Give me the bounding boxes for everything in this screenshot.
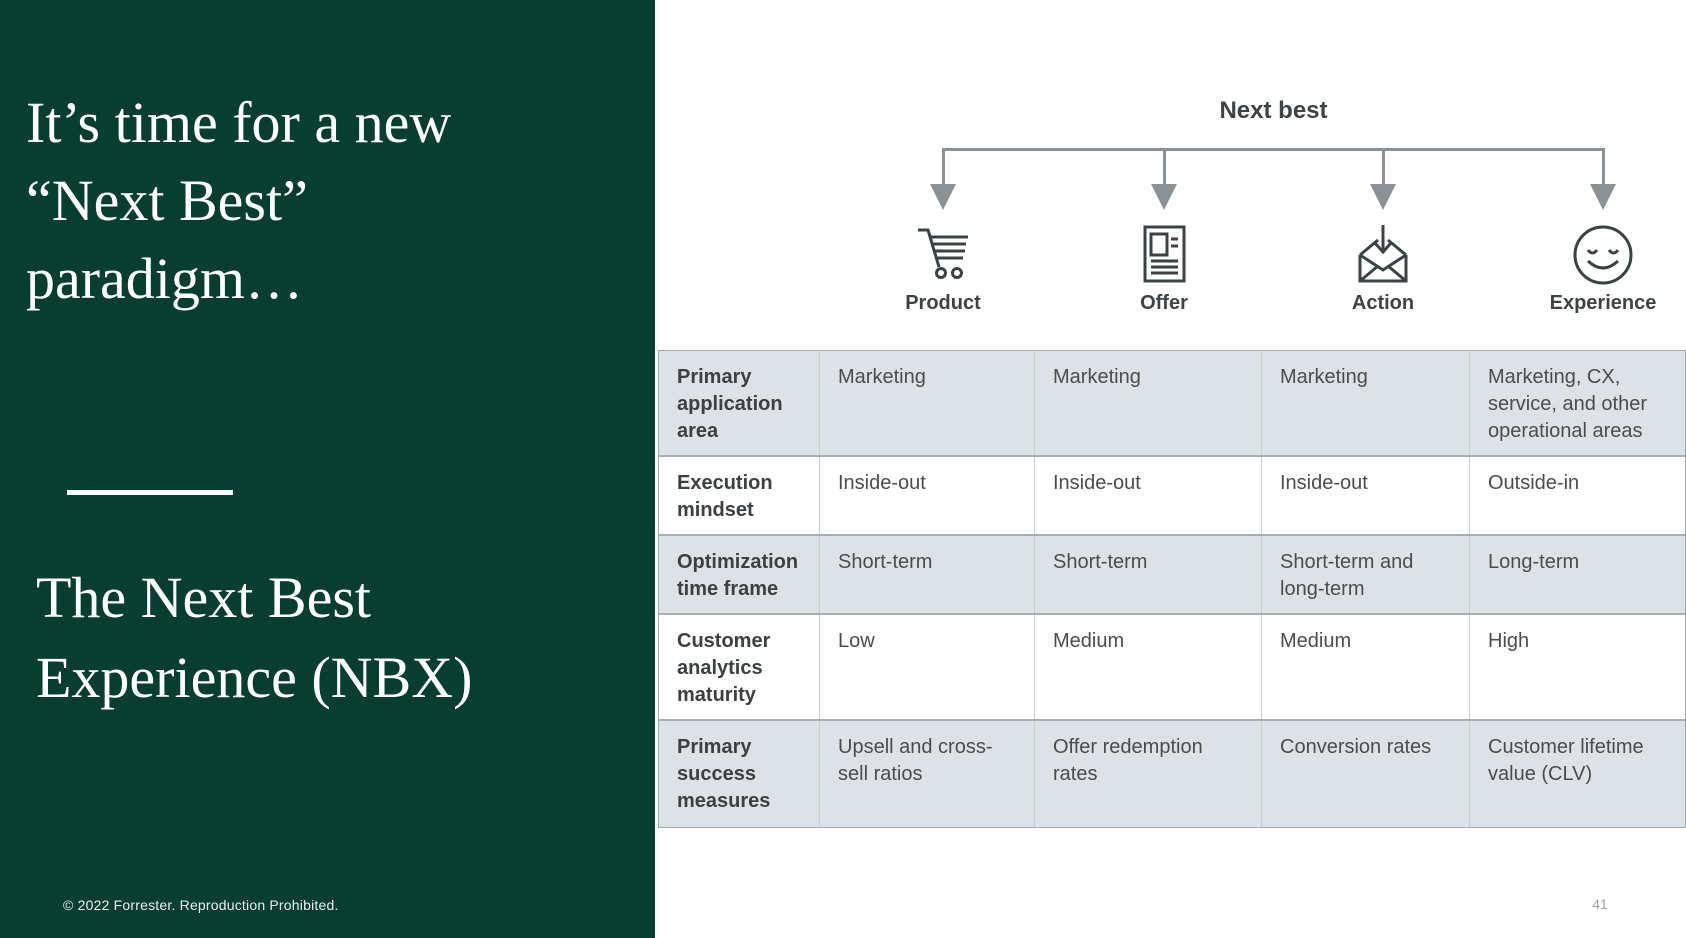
arrow-stem <box>1162 148 1166 184</box>
table-cell: Short-term <box>819 536 1034 613</box>
arrow-stem <box>1601 148 1605 184</box>
offer-document-icon <box>1054 222 1274 286</box>
row-header-cell: Customer analytics maturity <box>677 630 771 706</box>
subtitle-line-2: Experience (NBX) <box>36 645 473 710</box>
title-line-1: It’s time for a new <box>26 90 452 155</box>
row-header-cell: Execution mindset <box>677 472 773 521</box>
title-panel: It’s time for a new “Next Best” paradigm… <box>0 0 655 938</box>
title-divider <box>67 490 233 495</box>
table-cell: Inside-out <box>819 457 1034 534</box>
bracket-line <box>943 148 1604 151</box>
table-cell: Marketing <box>1261 351 1469 455</box>
envelope-download-icon <box>1273 222 1493 286</box>
table-cell: Upsell and cross-sell ratios <box>819 721 1034 827</box>
table-cell: Inside-out <box>1261 457 1469 534</box>
table-cell: Customer lifetime value (CLV) <box>1469 721 1685 827</box>
table-cell: Long-term <box>1469 536 1685 613</box>
table-cell: Marketing <box>819 351 1034 455</box>
table-cell: Offer redemption rates <box>1034 721 1261 827</box>
smiley-face-icon <box>1493 222 1686 286</box>
arrow-head-icon <box>1151 184 1177 210</box>
table-cell: High <box>1469 615 1685 719</box>
title-line-2: “Next Best” <box>26 168 308 233</box>
table-cell: Marketing, CX, service, and other operat… <box>1469 351 1685 455</box>
row-header-cell: Primary application area <box>677 366 783 442</box>
arrow-stem <box>1381 148 1385 184</box>
column-label-action: Action <box>1351 292 1415 314</box>
copyright-text: © 2022 Forrester. Reproduction Prohibite… <box>63 897 339 913</box>
diagram-column-product: Product <box>833 148 1053 315</box>
arrow-head-icon <box>1590 184 1616 210</box>
table-cell: Conversion rates <box>1261 721 1469 827</box>
diagram-column-experience: Experience <box>1493 148 1686 315</box>
row-header-cell: Primary success measures <box>677 736 771 812</box>
column-label-experience: Experience <box>1549 292 1657 314</box>
table-cell: Outside-in <box>1469 457 1685 534</box>
table-cell: Low <box>819 615 1034 719</box>
next-best-label: Next best <box>1219 97 1328 124</box>
title-line-3: paradigm… <box>26 246 304 311</box>
arrow-head-icon <box>930 184 956 210</box>
diagram-column-offer: Offer <box>1054 148 1274 315</box>
arrow-head-icon <box>1370 184 1396 210</box>
row-header-cell: Optimization time frame <box>677 551 799 600</box>
table-cell: Medium <box>1261 615 1469 719</box>
table-cell: Inside-out <box>1034 457 1261 534</box>
table-row: Primary success measures Upsell and cross… <box>659 719 1685 827</box>
slide-subtitle: The Next Best Experience (NBX) <box>36 558 472 718</box>
shopping-cart-icon <box>833 222 1053 286</box>
column-label-offer: Offer <box>1140 292 1188 314</box>
column-label-product: Product <box>905 292 981 314</box>
diagram-column-action: Action <box>1273 148 1493 315</box>
table-cell: Short-term and long-term <box>1261 536 1469 613</box>
table-cell: Short-term <box>1034 536 1261 613</box>
page-number: 41 <box>1592 896 1608 912</box>
table-cell: Marketing <box>1034 351 1261 455</box>
table-cell: Medium <box>1034 615 1261 719</box>
arrow-stem <box>941 148 945 184</box>
subtitle-line-1: The Next Best <box>36 565 372 630</box>
slide-title: It’s time for a new “Next Best” paradigm… <box>26 84 451 318</box>
